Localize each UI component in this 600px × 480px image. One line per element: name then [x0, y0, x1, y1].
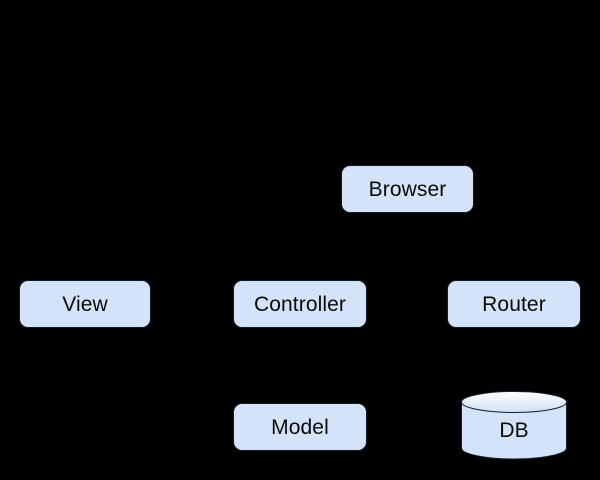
node-controller-label: Controller: [253, 292, 347, 316]
node-view[interactable]: View: [19, 280, 151, 328]
node-browser[interactable]: Browser: [341, 165, 474, 213]
node-model[interactable]: Model: [233, 403, 367, 451]
node-browser-label: Browser: [368, 177, 447, 201]
node-router-label: Router: [482, 292, 546, 316]
node-db[interactable]: DB: [461, 391, 567, 460]
node-controller[interactable]: Controller: [233, 280, 367, 328]
node-view-label: View: [62, 292, 108, 316]
node-model-label: Model: [271, 415, 329, 439]
edge-browser-router: [474, 188, 515, 280]
cylinder-icon: [461, 391, 567, 460]
node-router[interactable]: Router: [447, 280, 581, 328]
